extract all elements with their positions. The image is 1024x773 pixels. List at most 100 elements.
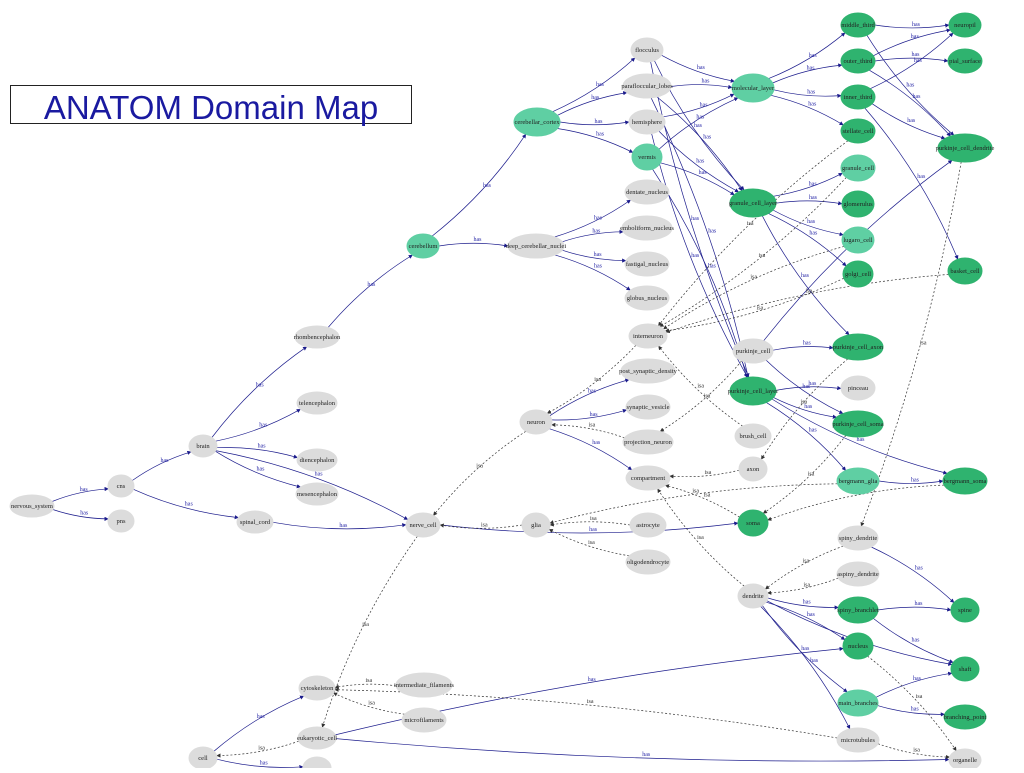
node-bergmann_glia[interactable]: bergmann_glia	[836, 467, 880, 495]
node-label-globus_nucleus: globus_nucleus	[627, 295, 668, 302]
node-deep_cerebellar_nuclei[interactable]: deep_cerebellar_nuclei	[506, 233, 566, 259]
node-nervous_system[interactable]: nervous_system	[9, 494, 55, 518]
edge-label-aspiny_dendrite-dendrite: isa	[804, 582, 811, 588]
edge-purkinje_cell_layer-purkinje_cell_soma	[773, 397, 838, 419]
node-cytoskeleton[interactable]: cytoskeleton	[298, 675, 336, 701]
node-vermis[interactable]: vermis	[631, 143, 663, 171]
node-pinceau[interactable]: pinceau	[840, 375, 876, 401]
edge-label-granule_cell_layer-glomerulus: has	[809, 195, 818, 201]
node-label-spine: spine	[958, 607, 972, 614]
node-nucleus[interactable]: nucleus	[842, 632, 874, 660]
node-label-granule_cell: granule_cell	[842, 165, 874, 172]
node-emboliform_nucleus[interactable]: emboliform_nucleus	[620, 215, 674, 241]
edge-cerebellum-cerebellar_cortex	[431, 133, 527, 237]
node-lugaro_cell[interactable]: lugaro_cell	[841, 226, 875, 254]
node-branching_point[interactable]: branching_point	[943, 704, 987, 730]
node-pial_surface[interactable]: pial_surface	[947, 48, 983, 74]
node-bergmann_soma[interactable]: bergmann_soma	[942, 467, 988, 495]
node-main_branches[interactable]: main_branches	[837, 689, 879, 717]
node-basket_cell[interactable]: basket_cell	[947, 257, 983, 285]
node-mesencephalon[interactable]: mesencephalon	[295, 482, 339, 506]
edge-bergmann_glia-glia	[549, 483, 838, 525]
node-spiny_dendrite[interactable]: spiny_dendrite	[837, 525, 879, 551]
node-axon[interactable]: axon	[738, 456, 768, 482]
node-middle_third[interactable]: middle_third	[840, 12, 876, 38]
node-microtubules[interactable]: microtubules	[836, 727, 880, 753]
node-shape-flocculus	[630, 37, 664, 63]
node-intermediate_filaments[interactable]: intermediate_filaments	[394, 672, 454, 698]
node-rhombencephalon[interactable]: rhombencephalon	[294, 325, 341, 349]
node-brain[interactable]: brain	[188, 434, 218, 458]
node-golgi_cell[interactable]: golgi_cell	[842, 260, 874, 288]
node-aspiny_dendrite[interactable]: aspiny_dendrite	[836, 561, 880, 587]
node-astrocyte[interactable]: astrocyte	[629, 512, 667, 538]
node-projection_neuron[interactable]: projection_neuron	[622, 429, 674, 455]
node-dentate_nucleus[interactable]: dentate_nucleus	[624, 179, 670, 205]
edge-label-spinal_cord-nerve_cell: has	[339, 523, 348, 529]
edge-label-soma-compartment: isa	[704, 492, 711, 498]
node-parafloccular_lobes[interactable]: parafloccular_lobes	[621, 73, 673, 99]
node-post_synaptic_density[interactable]: post_synaptic_density	[619, 358, 678, 384]
edge-label-axon-compartment: isa	[705, 470, 712, 476]
node-microfilaments[interactable]: microfilaments	[401, 707, 447, 733]
node-diencephalon[interactable]: diencephalon	[296, 448, 338, 472]
node-neuropil[interactable]: neuropil	[948, 12, 982, 38]
node-hemisphere[interactable]: hemisphere	[628, 109, 666, 135]
edge-inner_third-neuropil	[870, 32, 954, 90]
node-shape-soma	[737, 509, 769, 537]
node-spinal_cord[interactable]: spinal_cord	[236, 510, 274, 534]
node-interneuron[interactable]: interneuron	[628, 323, 668, 349]
node-label-brain: brain	[196, 443, 210, 450]
node-compartment[interactable]: compartment	[625, 465, 671, 491]
node-label-purkinje_cell_soma: purkinje_cell_soma	[832, 421, 883, 428]
node-glomerulus[interactable]: glomerulus	[841, 190, 875, 218]
node-oligodendrocyte[interactable]: oligodendrocyte	[625, 549, 671, 575]
edge-label-middle_third-purkinje_cell_dendrite: has	[906, 83, 915, 89]
node-cerebellum[interactable]: cerebellum	[406, 233, 440, 259]
node-purkinje_cell_layer[interactable]: purkinje_cell_layer	[728, 376, 779, 406]
edge-oligodendrocyte-glia	[548, 528, 630, 557]
node-label-glomerulus: glomerulus	[843, 201, 873, 208]
node-synaptic_vesicle[interactable]: synaptic_vesicle	[625, 394, 671, 420]
node-spiny_branchlet[interactable]: spiny_branchlet	[837, 596, 879, 624]
node-inner_third[interactable]: inner_third	[840, 84, 876, 110]
node-glia[interactable]: glia	[521, 512, 551, 538]
node-purkinje_cell_dendrite[interactable]: purkinje_cell_dendrite	[936, 133, 995, 163]
node-label-dentate_nucleus: dentate_nucleus	[626, 189, 668, 196]
node-granule_cell[interactable]: granule_cell	[840, 154, 876, 182]
edge-label-main_branches-branching_point: has	[911, 707, 920, 713]
node-stellate_cell[interactable]: stellate_cell	[840, 118, 876, 144]
node-shape-pinceau	[840, 375, 876, 401]
node-shaft[interactable]: shaft	[950, 656, 980, 682]
edge-label-molecular_layer-stellate_cell: has	[808, 101, 817, 107]
edge-label-cns-brain: has	[161, 458, 170, 464]
node-dendrite[interactable]: dendrite	[737, 583, 769, 609]
node-shape-brain	[188, 434, 218, 458]
node-globus_nucleus[interactable]: globus_nucleus	[624, 285, 670, 311]
node-spine[interactable]: spine	[950, 597, 980, 623]
node-nerve_cell[interactable]: nerve_cell	[405, 512, 441, 538]
node-fastigal_nucleus[interactable]: fastigal_nucleus	[624, 251, 670, 277]
node-cell[interactable]: cell	[188, 746, 218, 770]
node-granule_cell_layer[interactable]: granule_cell_layer	[729, 188, 778, 218]
node-label-granule_cell_layer: granule_cell_layer	[729, 200, 778, 207]
node-cerebellar_cortex[interactable]: cerebellar_cortex	[513, 107, 561, 137]
node-outer_third[interactable]: outer_third	[840, 48, 876, 74]
node-cell_child[interactable]	[302, 756, 332, 773]
node-brush_cell[interactable]: brush_cell	[734, 423, 772, 449]
node-purkinje_cell_soma[interactable]: purkinje_cell_soma	[832, 410, 884, 438]
node-label-purkinje_cell: purkinje_cell	[736, 348, 770, 355]
node-purkinje_cell[interactable]: purkinje_cell	[732, 338, 774, 364]
node-shape-neuron	[519, 409, 553, 435]
node-purkinje_cell_axon[interactable]: purkinje_cell_axon	[832, 333, 884, 361]
node-telencephalon[interactable]: telencephalon	[296, 391, 338, 415]
node-cns[interactable]: cns	[107, 474, 135, 498]
node-flocculus[interactable]: flocculus	[630, 37, 664, 63]
node-pns[interactable]: pns	[107, 509, 135, 533]
node-molecular_layer[interactable]: molecular_layer	[731, 73, 775, 103]
node-eukaryotic_cell[interactable]: eukaryotic_cell	[297, 726, 337, 750]
node-soma[interactable]: soma	[737, 509, 769, 537]
node-organelle[interactable]: organelle	[948, 748, 982, 772]
node-neuron[interactable]: neuron	[519, 409, 553, 435]
node-label-microtubules: microtubules	[841, 737, 875, 744]
